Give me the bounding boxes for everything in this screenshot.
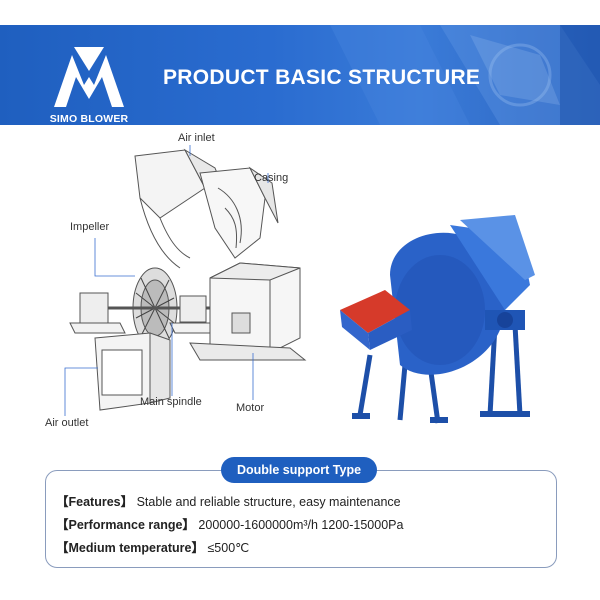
header-banner: SIMO BLOWER PRODUCT BASIC STRUCTURE (0, 25, 600, 125)
label-main-spindle: Main spindle (140, 396, 202, 408)
type-badge: Double support Type (221, 457, 377, 483)
simo-logo: SIMO BLOWER (44, 47, 134, 125)
spec-row-temperature: 【Medium temperature】 ≤500℃ (56, 537, 249, 556)
label-air-inlet: Air inlet (178, 132, 215, 144)
motor-drawing (189, 262, 307, 361)
header-background-machinery (330, 25, 600, 125)
label-air-outlet: Air outlet (45, 417, 89, 429)
performance-label: 【Performance range】 (56, 518, 195, 532)
features-value: Stable and reliable structure, easy main… (136, 495, 401, 509)
label-motor: Motor (236, 402, 265, 414)
exploded-fan-drawing (64, 145, 307, 416)
temperature-value: ≤500℃ (207, 541, 250, 555)
label-casing: Casing (254, 172, 289, 184)
logo-mark-icon (54, 47, 124, 107)
page-title: PRODUCT BASIC STRUCTURE (163, 66, 481, 89)
blue-fan-illustration (340, 215, 535, 424)
performance-value: 200000-1600000m³/h 1200-15000Pa (198, 518, 404, 532)
air-outlet-drawing (94, 332, 171, 411)
label-impeller: Impeller (70, 221, 110, 233)
brand-name: SIMO BLOWER (49, 113, 129, 125)
casing-drawing (199, 166, 279, 259)
spec-row-features: 【Features】 Stable and reliable structure… (56, 491, 401, 510)
structure-diagram: Air inlet Casing Impeller Main spindle M… (40, 128, 340, 438)
temperature-label: 【Medium temperature】 (56, 541, 204, 555)
spec-row-performance: 【Performance range】 200000-1600000m³/h 1… (56, 514, 403, 533)
main-spindle-drawing (69, 292, 221, 334)
features-label: 【Features】 (56, 495, 134, 509)
fan-product-image (330, 215, 560, 430)
